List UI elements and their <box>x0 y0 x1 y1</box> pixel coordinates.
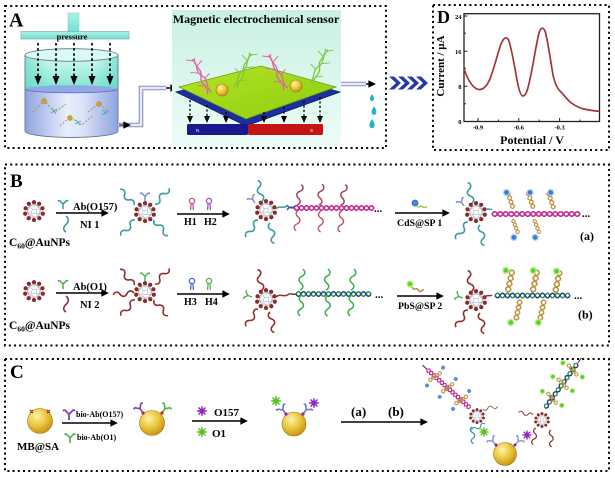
svg-text:Ab(O157): Ab(O157) <box>73 202 118 213</box>
svg-text:bio-Ab(O1): bio-Ab(O1) <box>77 433 116 442</box>
svg-text:(b): (b) <box>388 404 404 419</box>
svg-text:Ab(O1): Ab(O1) <box>73 282 107 293</box>
svg-text:0: 0 <box>458 119 461 126</box>
svg-text:-0.9: -0.9 <box>473 125 484 132</box>
svg-text:(a): (a) <box>351 404 366 419</box>
svg-text:H4: H4 <box>205 297 218 308</box>
svg-text:-0.3: -0.3 <box>554 125 565 132</box>
svg-text:(b): (b) <box>578 308 593 322</box>
svg-text:bio-Ab(O157): bio-Ab(O157) <box>76 410 123 419</box>
svg-text:Potential / V: Potential / V <box>500 133 564 147</box>
svg-text:H2: H2 <box>204 217 217 228</box>
svg-text:D: D <box>437 7 450 27</box>
svg-text:H1: H1 <box>184 217 197 228</box>
svg-text:24: 24 <box>455 14 462 21</box>
svg-text:...: ... <box>374 203 383 215</box>
svg-text:(a): (a) <box>580 229 594 243</box>
svg-text:C60@AuNPs: C60@AuNPs <box>9 237 71 251</box>
svg-text:-0.6: -0.6 <box>514 125 525 132</box>
svg-text:O1: O1 <box>212 428 226 440</box>
svg-text:CdS@SP 1: CdS@SP 1 <box>397 218 442 229</box>
svg-text:...: ... <box>375 289 384 301</box>
svg-text:NI 1: NI 1 <box>80 220 100 231</box>
svg-text:S: S <box>310 128 313 133</box>
svg-text:MB@SA: MB@SA <box>17 441 59 453</box>
svg-text:N: N <box>196 128 199 133</box>
svg-text:Magnetic electrochemical senso: Magnetic electrochemical sensor <box>173 12 340 26</box>
svg-text:pressure: pressure <box>57 32 88 42</box>
svg-text:A: A <box>9 10 24 32</box>
svg-text:8: 8 <box>458 84 462 91</box>
svg-text:...: ... <box>574 290 583 302</box>
svg-text:...: ... <box>582 208 591 220</box>
svg-text:PbS@SP 2: PbS@SP 2 <box>398 301 442 312</box>
svg-text:C60@AuNPs: C60@AuNPs <box>9 320 71 334</box>
svg-text:16: 16 <box>455 49 462 56</box>
svg-text:O157: O157 <box>214 407 240 419</box>
svg-text:H3: H3 <box>184 297 197 308</box>
svg-text:NI 2: NI 2 <box>80 300 100 311</box>
svg-text:C: C <box>10 362 24 383</box>
svg-text:B: B <box>10 171 23 192</box>
svg-text:Current / µA: Current / µA <box>435 35 447 96</box>
